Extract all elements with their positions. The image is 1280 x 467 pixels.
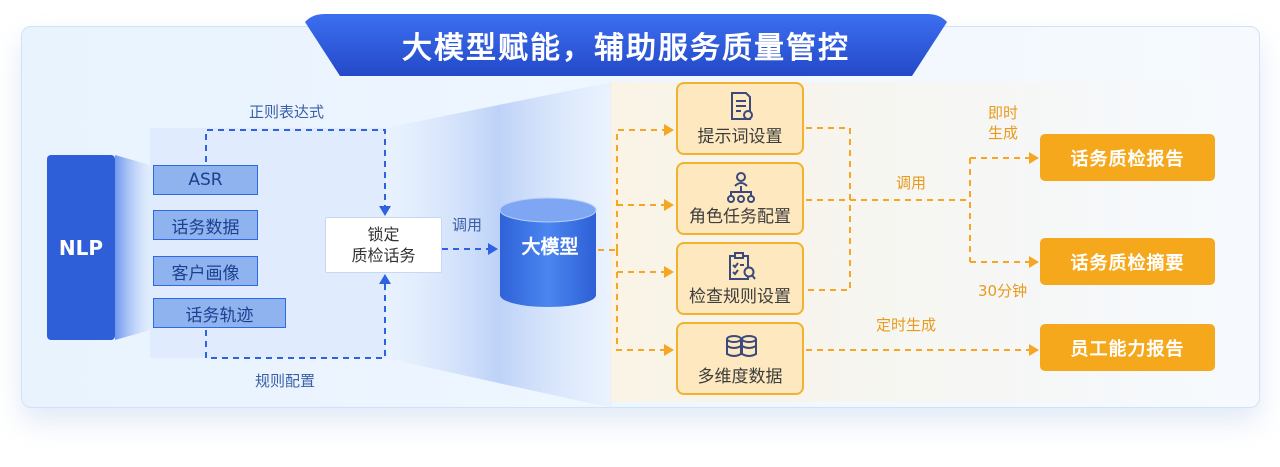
org-chart-icon (727, 172, 755, 203)
clipboard-search-icon (729, 252, 756, 280)
output-arrowheads (1029, 152, 1039, 356)
instant-label: 即时 生成 (988, 103, 1018, 143)
llm-label: 大模型 (521, 236, 579, 258)
llm-cylinder (499, 197, 597, 307)
database-stack-icon (726, 335, 757, 357)
invoke-right-label: 调用 (896, 174, 927, 192)
multi-dim-data-label: 多维度数据 (697, 367, 783, 387)
multi-dim-data-box: 多维度数据 (676, 322, 804, 395)
output-quality-report: 话务质检报告 (1040, 134, 1215, 181)
source-asr: ASR (153, 165, 258, 195)
nlp-funnel (115, 155, 150, 340)
llm-to-config-connectors (598, 129, 666, 351)
source-customer-profile: 客户画像 (153, 256, 258, 286)
check-rules-label: 检查规则设置 (689, 287, 791, 307)
output-staff-ability-report: 员工能力报告 (1040, 324, 1215, 371)
config-arrowheads (664, 124, 674, 356)
regex-connector (205, 129, 386, 208)
check-rules-box: 检查规则设置 (676, 242, 804, 315)
llm-funnel (385, 82, 612, 408)
rule-arrowhead (379, 274, 391, 284)
regex-label: 正则表达式 (249, 103, 325, 121)
lock-line2: 质检话务 (351, 246, 416, 265)
regex-arrowhead (379, 206, 391, 216)
invoke-left-label: 调用 (452, 216, 483, 234)
lock-line1: 锁定 (367, 225, 400, 244)
instant-line2: 生成 (988, 124, 1019, 142)
scheduled-label: 定时生成 (876, 316, 937, 334)
lock-arrowhead (488, 243, 498, 255)
document-settings-icon (731, 92, 753, 120)
prompt-settings-box: 提示词设置 (676, 82, 804, 155)
nlp-block: NLP (47, 155, 115, 340)
thirty-min-label: 30分钟 (978, 282, 1028, 300)
instant-line1: 即时 (988, 104, 1019, 122)
role-task-label: 角色任务配置 (689, 207, 791, 227)
lock-calls-box: 锁定 质检话务 (325, 217, 442, 273)
rule-connector (205, 282, 386, 359)
source-call-trajectory: 话务轨迹 (153, 298, 286, 328)
source-call-data: 话务数据 (153, 210, 258, 240)
prompt-settings-label: 提示词设置 (697, 127, 783, 147)
page-title: 大模型赋能，辅助服务质量管控 (402, 31, 850, 66)
config-to-output-connectors (806, 127, 1030, 351)
output-quality-summary: 话务质检摘要 (1040, 238, 1215, 285)
title-banner (305, 14, 947, 76)
role-task-box: 角色任务配置 (676, 162, 804, 235)
rule-config-label: 规则配置 (255, 372, 316, 390)
